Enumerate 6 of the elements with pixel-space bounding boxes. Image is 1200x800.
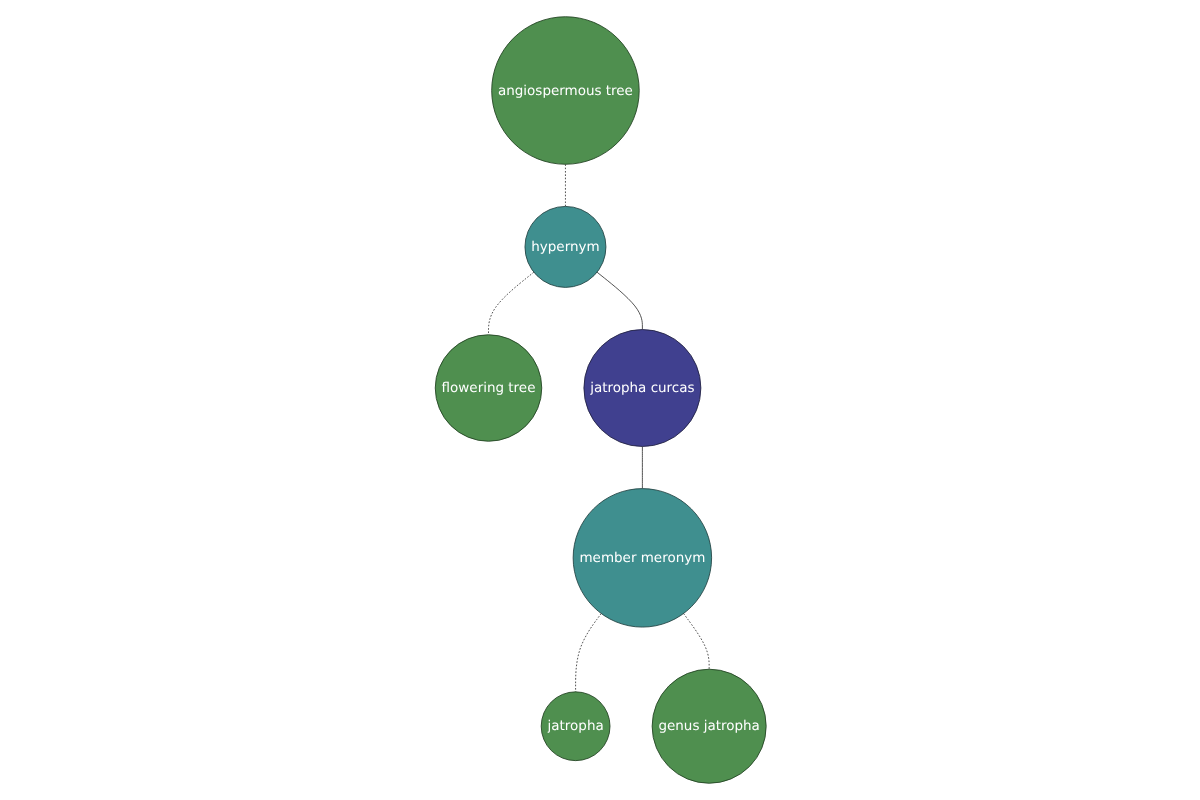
connector <box>595 271 643 330</box>
connector <box>564 163 566 207</box>
connector <box>641 446 643 490</box>
connector <box>682 613 709 670</box>
connector <box>487 271 534 336</box>
connector <box>574 613 601 693</box>
